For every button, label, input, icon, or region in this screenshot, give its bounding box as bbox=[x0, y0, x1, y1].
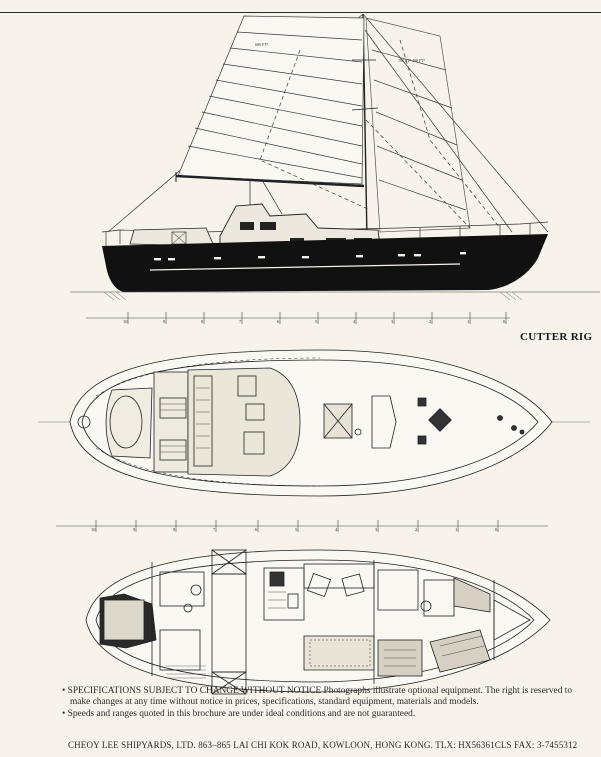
rig-type-label: CUTTER RIG bbox=[520, 331, 593, 343]
svg-text:4: 4 bbox=[335, 527, 338, 532]
genoa-outline bbox=[399, 39, 501, 229]
svg-text:3: 3 bbox=[391, 319, 394, 324]
specification-notes: • SPECIFICATIONS SUBJECT TO CHANGE WITHO… bbox=[62, 686, 582, 720]
station-labels-profile: 10 9 8 7 6 5 4 3 2 1 0 bbox=[123, 319, 506, 324]
svg-text:0: 0 bbox=[503, 319, 506, 324]
forestay bbox=[362, 13, 549, 233]
svg-text:9: 9 bbox=[133, 527, 136, 532]
station-ruler-profile bbox=[86, 312, 510, 324]
svg-text:9: 9 bbox=[163, 319, 166, 324]
note-specifications: • SPECIFICATIONS SUBJECT TO CHANGE WITHO… bbox=[62, 686, 573, 708]
svg-text:2: 2 bbox=[415, 527, 417, 532]
svg-text:5: 5 bbox=[295, 527, 298, 532]
reef-line bbox=[365, 119, 471, 229]
svg-text:10: 10 bbox=[91, 527, 96, 532]
svg-text:7: 7 bbox=[239, 319, 242, 324]
svg-text:7: 7 bbox=[213, 527, 216, 532]
deck-plan bbox=[38, 349, 590, 497]
headsail-label: 195 FT² 468 FT² bbox=[398, 58, 426, 63]
svg-text:5: 5 bbox=[315, 319, 318, 324]
svg-text:8: 8 bbox=[173, 527, 176, 532]
svg-text:0: 0 bbox=[495, 527, 498, 532]
staysail-stay bbox=[364, 29, 513, 233]
mainsail-label: 686 FT² bbox=[255, 42, 269, 47]
station-labels-deck: 10 9 8 7 6 5 4 3 2 1 0 bbox=[91, 527, 498, 532]
svg-text:4: 4 bbox=[353, 319, 356, 324]
mainsail bbox=[177, 15, 365, 185]
headsail bbox=[365, 17, 471, 233]
mizzen-staysail bbox=[259, 49, 371, 211]
svg-text:10: 10 bbox=[123, 319, 128, 324]
svg-text:6: 6 bbox=[277, 319, 280, 324]
station-ruler-deck bbox=[56, 520, 548, 532]
shipyard-address: CHEOY LEE SHIPYARDS, LTD. 863–865 LAI CH… bbox=[68, 740, 578, 750]
svg-text:2: 2 bbox=[429, 319, 431, 324]
svg-text:3: 3 bbox=[375, 527, 378, 532]
hull bbox=[102, 234, 548, 292]
hull-profile bbox=[70, 203, 600, 301]
note-speeds: • Speeds and ranges quoted in this broch… bbox=[62, 708, 416, 719]
boom bbox=[175, 174, 365, 188]
svg-text:6: 6 bbox=[255, 527, 258, 532]
svg-text:1: 1 bbox=[467, 319, 469, 324]
top-rule bbox=[0, 12, 601, 13]
accommodation-plan bbox=[85, 549, 551, 695]
svg-text:8: 8 bbox=[201, 319, 204, 324]
sail-plan bbox=[107, 13, 549, 241]
svg-text:1: 1 bbox=[455, 527, 457, 532]
